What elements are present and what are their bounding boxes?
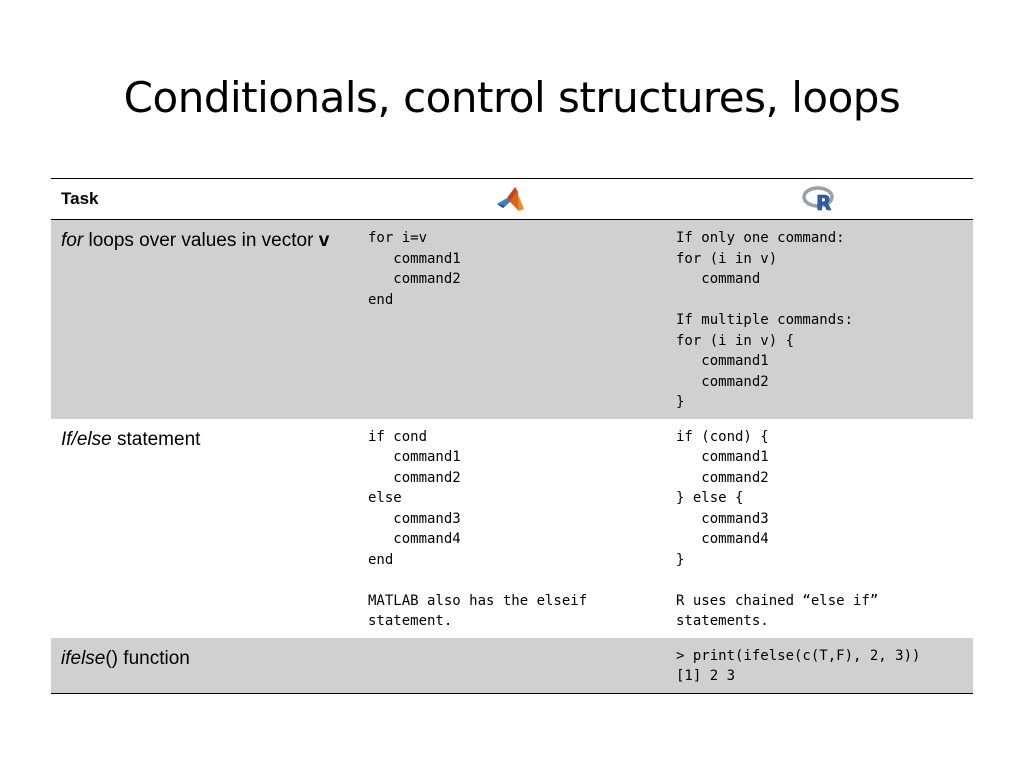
task-keyword: for: [61, 230, 84, 251]
r-code: if (cond) { command1 command2 } else { c…: [676, 428, 879, 630]
matlab-code: [358, 637, 666, 693]
task-text: () function: [105, 647, 190, 669]
header-r: R: [666, 178, 973, 220]
task-var: v: [318, 230, 330, 251]
task-cell: ifelse() function: [51, 637, 358, 693]
header-task: Task: [51, 178, 358, 220]
task-keyword: ifelse: [61, 647, 106, 669]
matlab-logo-icon: [497, 187, 524, 211]
task-cell: for loops over values in vector v: [51, 219, 358, 419]
table-row: If/else statement if cond command1 comma…: [51, 419, 973, 638]
r-code: If only one command: for (i in v) comman…: [666, 219, 973, 419]
table-row: for loops over values in vector v for i=…: [51, 219, 973, 419]
r-code: > print(ifelse(c(T,F), 2, 3)) [1] 2 3: [666, 637, 973, 693]
task-text: loops over values in vector: [83, 230, 319, 251]
table-header-row: Task R: [51, 178, 973, 220]
r-logo-icon: R: [801, 186, 834, 213]
comparison-table: Task R for loops over values in vector: [51, 178, 973, 694]
slide-title: Conditionals, control structures, loops: [123, 73, 901, 122]
table-row: ifelse() function > print(ifelse(c(T,F),…: [51, 637, 973, 693]
header-matlab: [358, 178, 666, 220]
task-text: statement: [111, 428, 201, 450]
task-cell: If/else statement: [51, 419, 358, 638]
matlab-code: for i=v command1 command2 end: [358, 219, 666, 419]
matlab-code: if cond command1 command2 else command3 …: [368, 428, 588, 630]
task-keyword: If/else: [61, 428, 112, 450]
r-logo-letter: R: [816, 191, 831, 213]
